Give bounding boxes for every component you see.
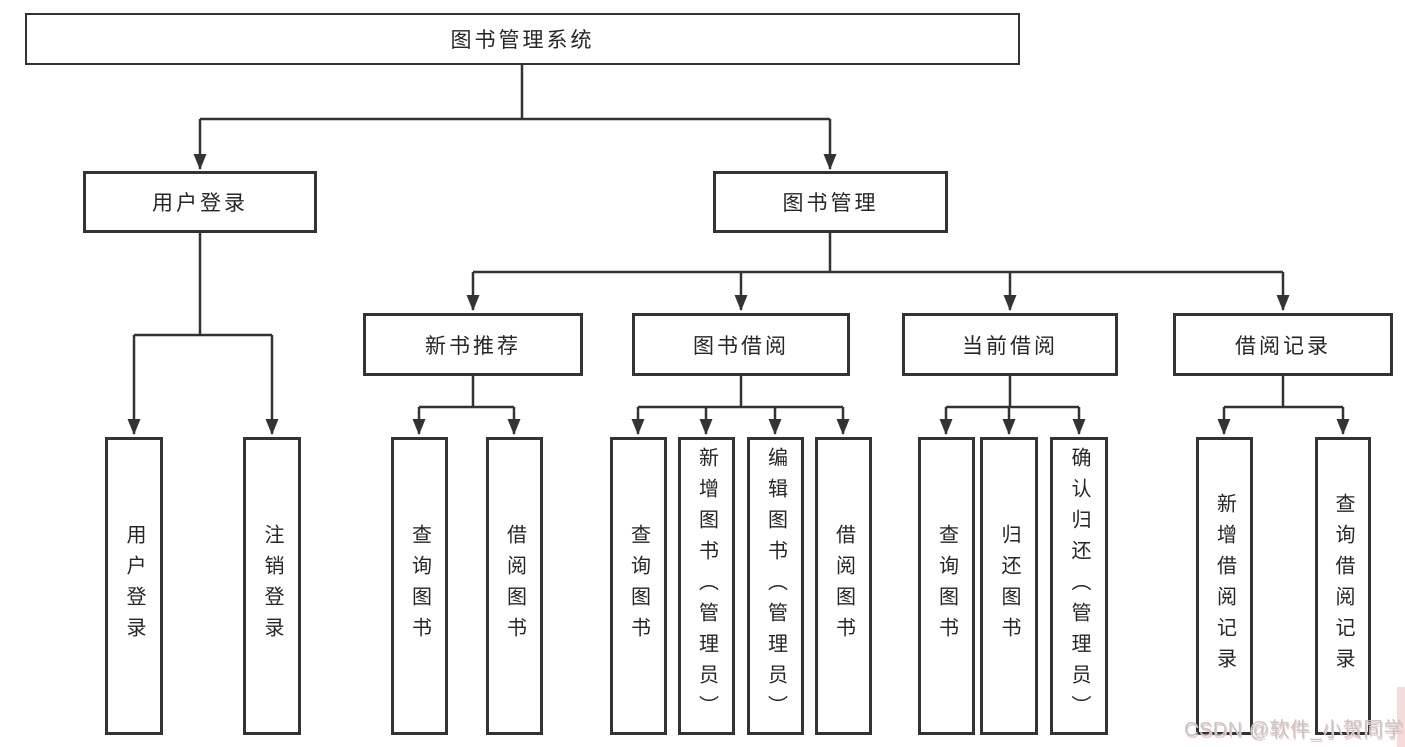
leaf-borrow-books: 借阅图书 [815,437,872,735]
node-user-login-label: 用户登录 [152,192,248,215]
leaf-borrow-books-newbook: 借阅图书 [486,437,543,735]
connector-skeleton [134,65,1343,409]
leaf-confirm-return-admin: 确认归还（管理员） [1050,437,1108,735]
node-root: 图书管理系统 [25,13,1020,65]
leaf-query-books-newbook-label: 查询图书 [408,524,431,648]
node-book-management: 图书管理 [713,171,948,233]
node-borrowing-records-label: 借阅记录 [1235,334,1331,358]
node-book-borrowing-label: 图书借阅 [693,334,789,358]
node-current-borrowing-label: 当前借阅 [962,334,1058,358]
node-new-book-recommend: 新书推荐 [363,313,583,376]
leaf-add-borrow-record-label: 新增借阅记录 [1213,493,1236,679]
leaf-query-books-newbook: 查询图书 [391,437,448,735]
leaf-add-borrow-record: 新增借阅记录 [1196,437,1253,735]
node-root-label: 图书管理系统 [450,29,595,52]
watermark-corner-strip [1397,687,1405,747]
watermark-text: CSDN @软件_小贺同学 [1184,719,1405,741]
leaf-query-books-current-label: 查询图书 [935,524,958,648]
leaf-edit-book-admin: 编辑图书（管理员） [747,437,804,735]
leaf-query-books-borrowing: 查询图书 [610,437,667,735]
node-borrowing-records: 借阅记录 [1173,313,1393,376]
leaf-query-books-borrowing-label: 查询图书 [627,524,650,648]
leaf-return-book: 归还图书 [980,437,1038,735]
leaf-user-login-label: 用户登录 [123,524,145,648]
node-book-management-label: 图书管理 [782,192,879,215]
leaf-query-borrow-record-label: 查询借阅记录 [1332,493,1354,679]
node-book-borrowing: 图书借阅 [632,313,850,376]
leaf-return-book-label: 归还图书 [998,524,1020,648]
node-user-login: 用户登录 [83,171,317,233]
leaf-edit-book-admin-label: 编辑图书（管理员） [764,446,787,726]
leaf-query-borrow-record: 查询借阅记录 [1315,437,1371,735]
node-current-borrowing: 当前借阅 [902,313,1118,376]
leaf-borrow-books-newbook-label: 借阅图书 [503,524,526,648]
leaf-logout: 注销登录 [243,437,301,735]
leaf-add-book-admin-label: 新增图书（管理员） [695,446,718,726]
leaf-borrow-books-label: 借阅图书 [832,524,855,648]
leaf-confirm-return-admin-label: 确认归还（管理员） [1068,446,1090,726]
leaf-add-book-admin: 新增图书（管理员） [678,437,735,735]
leaf-user-login: 用户登录 [105,437,163,735]
node-new-book-recommend-label: 新书推荐 [425,334,521,358]
leaf-logout-label: 注销登录 [261,524,283,648]
leaf-query-books-current: 查询图书 [918,437,975,735]
